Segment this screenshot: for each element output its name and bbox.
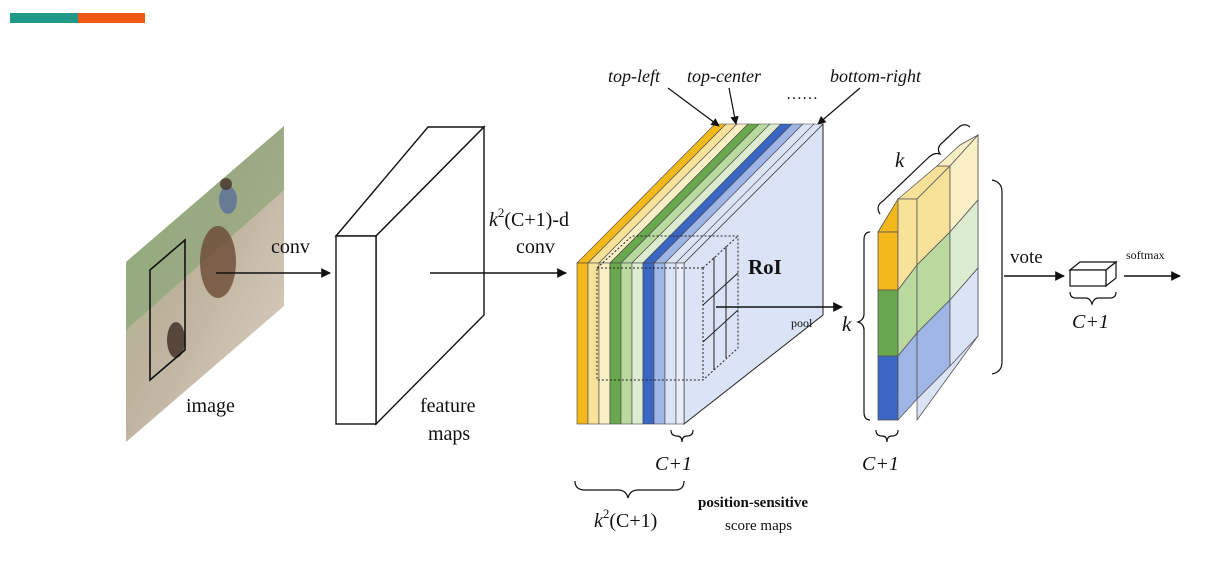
label-feature: feature [420,395,476,417]
output-vector-box [1068,260,1118,288]
label-maps: maps [428,423,470,445]
accent-bar-orange [78,13,145,23]
label-c1-out: C+1 [1072,311,1109,333]
brace-c1-out [1069,291,1117,306]
input-image-photo [126,126,284,442]
brace-k-side [856,231,871,421]
brace-c1-grid [875,429,899,443]
label-c1-stack: C+1 [655,453,692,475]
roi-grid [702,246,739,370]
label-k-top: k [895,148,905,172]
accent-bar-teal [10,13,78,23]
label-dots: …… [786,86,818,103]
label-position-sensitive: position-sensitive [698,495,808,511]
arrow-top-center [728,87,739,125]
label-k2c-bottom: k2(C+1) [594,506,657,532]
label-top-center: top-center [687,66,762,86]
arrow-top-left [667,87,720,127]
label-conv-2: conv [516,236,555,258]
label-bottom-right: bottom-right [830,66,922,86]
label-softmax: softmax [1126,248,1165,262]
label-vote: vote [1010,247,1043,268]
label-conv: conv [271,236,310,258]
feature-maps-box [334,125,486,426]
label-image: image [186,395,235,417]
label-c1-grid: C+1 [862,453,899,475]
label-k2c-conv-formula: k2(C+1)-d [489,205,569,231]
label-k-side: k [842,312,852,336]
label-top-left: top-left [608,66,661,86]
pooled-grid [877,133,979,422]
vote-bracket [991,179,1003,375]
label-pool: pool [791,316,813,330]
brace-c1-stack [670,429,694,443]
brace-k2c [574,480,685,499]
arrow-bottom-right [817,87,861,125]
label-score-maps: score maps [725,518,792,534]
roi-box [596,235,739,381]
score-maps-stack [576,122,824,426]
label-roi: RoI [748,255,782,279]
brace-k-top [877,124,971,215]
